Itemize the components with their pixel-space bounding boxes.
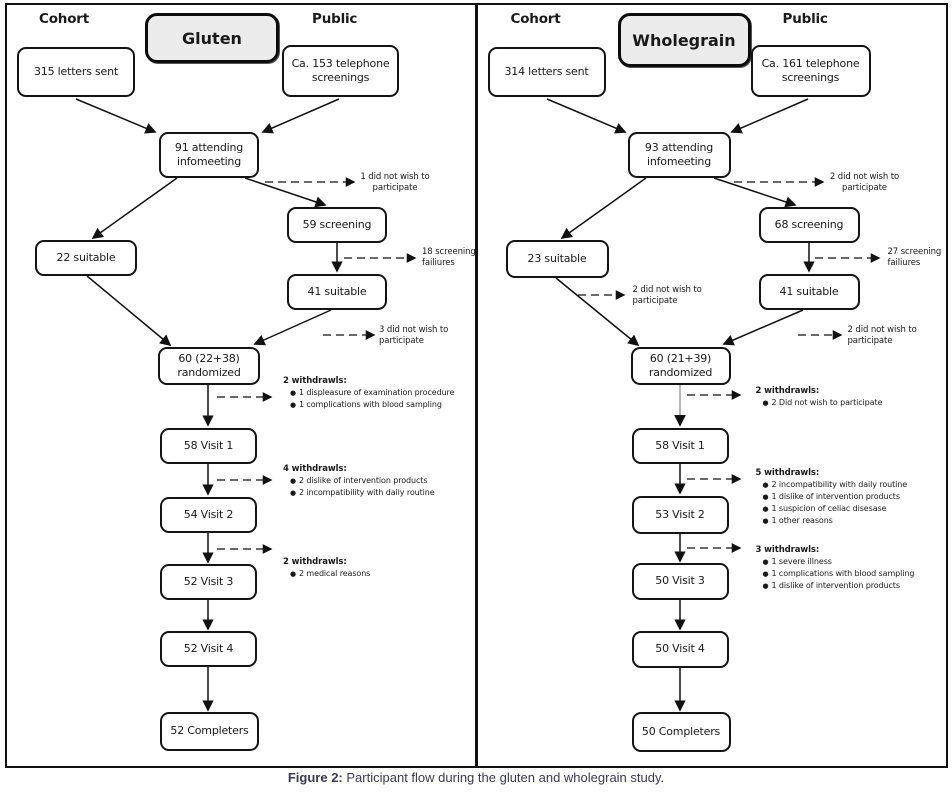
withdrawal-item: ●2 medical reasons bbox=[283, 568, 479, 580]
withdrawal-item: ●1 dislike of intervention products bbox=[756, 580, 952, 592]
flow-box-suitable-cohort: 23 suitable bbox=[505, 240, 609, 278]
withdrawal-item: ●1 other reasons bbox=[756, 515, 952, 527]
withdrawal-item: ●1 complications with blood sampling bbox=[283, 399, 479, 411]
public-heading: Public bbox=[782, 11, 828, 27]
flow-box-visit1: 58 Visit 1 bbox=[160, 428, 257, 464]
flow-box-telephone-screenings: Ca. 161 telephone screenings bbox=[750, 45, 871, 97]
withdrawal-item: ●1 dislike of intervention products bbox=[756, 491, 952, 503]
withdrawal-title: 2 withdrawls: bbox=[283, 376, 347, 386]
flow-box-randomized: 60 (21+39) randomized bbox=[630, 347, 731, 385]
flow-box-visit1: 58 Visit 1 bbox=[631, 428, 729, 464]
bullet-icon: ● bbox=[762, 505, 769, 513]
withdrawal-title: 2 withdrawls: bbox=[755, 386, 820, 396]
withdrawal-item: ●1 suspicion of celiac disesase bbox=[756, 503, 952, 515]
flow-box-telephone-screenings: Ca. 153 telephone screenings bbox=[282, 45, 399, 97]
withdrawal-item: ●1 severe illness bbox=[756, 556, 952, 568]
withdrawal-title: 5 withdrawls: bbox=[755, 468, 820, 478]
figure-caption-text: Participant flow during the gluten and w… bbox=[346, 770, 665, 785]
withdrawal-item: ●1 displeasure of examination procedure bbox=[283, 387, 479, 399]
bullet-icon: ● bbox=[762, 481, 769, 489]
withdrawal-item: ●2 incompatibility with daily routine bbox=[283, 487, 479, 499]
withdrawal-note-visit2: 3 withdrawls: ●1 severe illness ●1 compl… bbox=[756, 545, 952, 592]
note-infomeeting-dropout: 2 did not wish to participate bbox=[829, 172, 900, 193]
bullet-icon: ● bbox=[290, 401, 297, 409]
bullet-icon: ● bbox=[290, 570, 297, 578]
cohort-heading: Cohort bbox=[39, 11, 89, 27]
flow-box-attending-infomeeting: 91 attending infomeeting bbox=[159, 132, 259, 178]
bullet-icon: ● bbox=[762, 558, 769, 566]
flow-box-suitable-cohort: 22 suitable bbox=[35, 240, 137, 276]
withdrawal-title: 4 withdrawls: bbox=[283, 464, 347, 474]
flow-box-suitable-public: 41 suitable bbox=[758, 274, 860, 310]
cohort-heading: Cohort bbox=[510, 11, 561, 27]
withdrawal-note-visit2: 2 withdrawls: ●2 medical reasons bbox=[283, 557, 479, 580]
withdrawal-item: ●2 incompatibility with daily routine bbox=[756, 479, 952, 491]
withdrawal-title: 3 withdrawls: bbox=[755, 545, 820, 555]
withdrawal-note-visit1: 4 withdrawls: ●2 dislike of intervention… bbox=[283, 464, 479, 499]
note-infomeeting-dropout: 1 did not wish to participate bbox=[360, 172, 430, 193]
flow-box-completers: 52 Completers bbox=[160, 712, 259, 751]
study-title-box: Gluten bbox=[145, 13, 279, 63]
withdrawal-item: ●2 Did not wish to participate bbox=[756, 397, 952, 409]
flow-box-visit3: 52 Visit 3 bbox=[160, 564, 257, 600]
note-suitable-cohort-dropout: 2 did not wish to participate bbox=[632, 285, 702, 306]
flow-box-completers: 50 Completers bbox=[631, 712, 731, 752]
bullet-icon: ● bbox=[290, 489, 297, 497]
bullet-icon: ● bbox=[762, 582, 769, 590]
bullet-icon: ● bbox=[290, 477, 297, 485]
flow-box-randomized: 60 (22+38) randomized bbox=[158, 347, 260, 385]
wholegrain-panel: Cohort Wholegrain Public 314 letters sen… bbox=[475, 3, 948, 768]
bullet-icon: ● bbox=[762, 493, 769, 501]
flow-box-visit2: 53 Visit 2 bbox=[631, 496, 729, 534]
flow-box-visit4: 50 Visit 4 bbox=[631, 631, 729, 668]
withdrawal-title: 2 withdrawls: bbox=[283, 557, 347, 567]
flow-box-screening: 68 screening bbox=[758, 207, 860, 243]
bullet-icon: ● bbox=[762, 399, 769, 407]
flow-box-visit4: 52 Visit 4 bbox=[160, 631, 257, 667]
flow-box-visit3: 50 Visit 3 bbox=[631, 563, 729, 600]
note-screening-failures: 18 screening failiures bbox=[422, 247, 476, 268]
flow-box-letters-sent: 315 letters sent bbox=[17, 47, 135, 97]
withdrawal-item: ●2 dislike of intervention products bbox=[283, 475, 479, 487]
withdrawal-note-visit1: 5 withdrawls: ●2 incompatibility with da… bbox=[756, 468, 952, 527]
note-suitable-dropout: 2 did not wish to participate bbox=[847, 325, 917, 346]
bullet-icon: ● bbox=[762, 570, 769, 578]
withdrawal-note-randomization: 2 withdrawls: ●1 displeasure of examinat… bbox=[283, 376, 479, 411]
withdrawal-item: ●1 complications with blood sampling bbox=[756, 568, 952, 580]
bullet-icon: ● bbox=[762, 517, 769, 525]
flow-box-suitable-public: 41 suitable bbox=[287, 274, 387, 310]
note-screening-failures: 27 screening failiures bbox=[887, 247, 942, 268]
withdrawal-note-randomization: 2 withdrawls: ●2 Did not wish to partici… bbox=[756, 386, 952, 409]
flow-box-screening: 59 screening bbox=[287, 207, 387, 243]
flow-box-attending-infomeeting: 93 attending infomeeting bbox=[627, 132, 731, 178]
study-title-box: Wholegrain bbox=[617, 13, 751, 67]
public-heading: Public bbox=[312, 11, 358, 27]
bullet-icon: ● bbox=[290, 389, 297, 397]
flow-box-visit2: 54 Visit 2 bbox=[160, 497, 257, 533]
figure-caption: Figure 2: Participant flow during the gl… bbox=[0, 770, 952, 785]
gluten-panel: Cohort Gluten Public 315 letters sent Ca… bbox=[5, 3, 477, 768]
figure-caption-label: Figure 2: bbox=[287, 770, 343, 785]
flow-box-letters-sent: 314 letters sent bbox=[487, 47, 606, 97]
note-suitable-dropout: 3 did not wish to participate bbox=[379, 325, 449, 346]
